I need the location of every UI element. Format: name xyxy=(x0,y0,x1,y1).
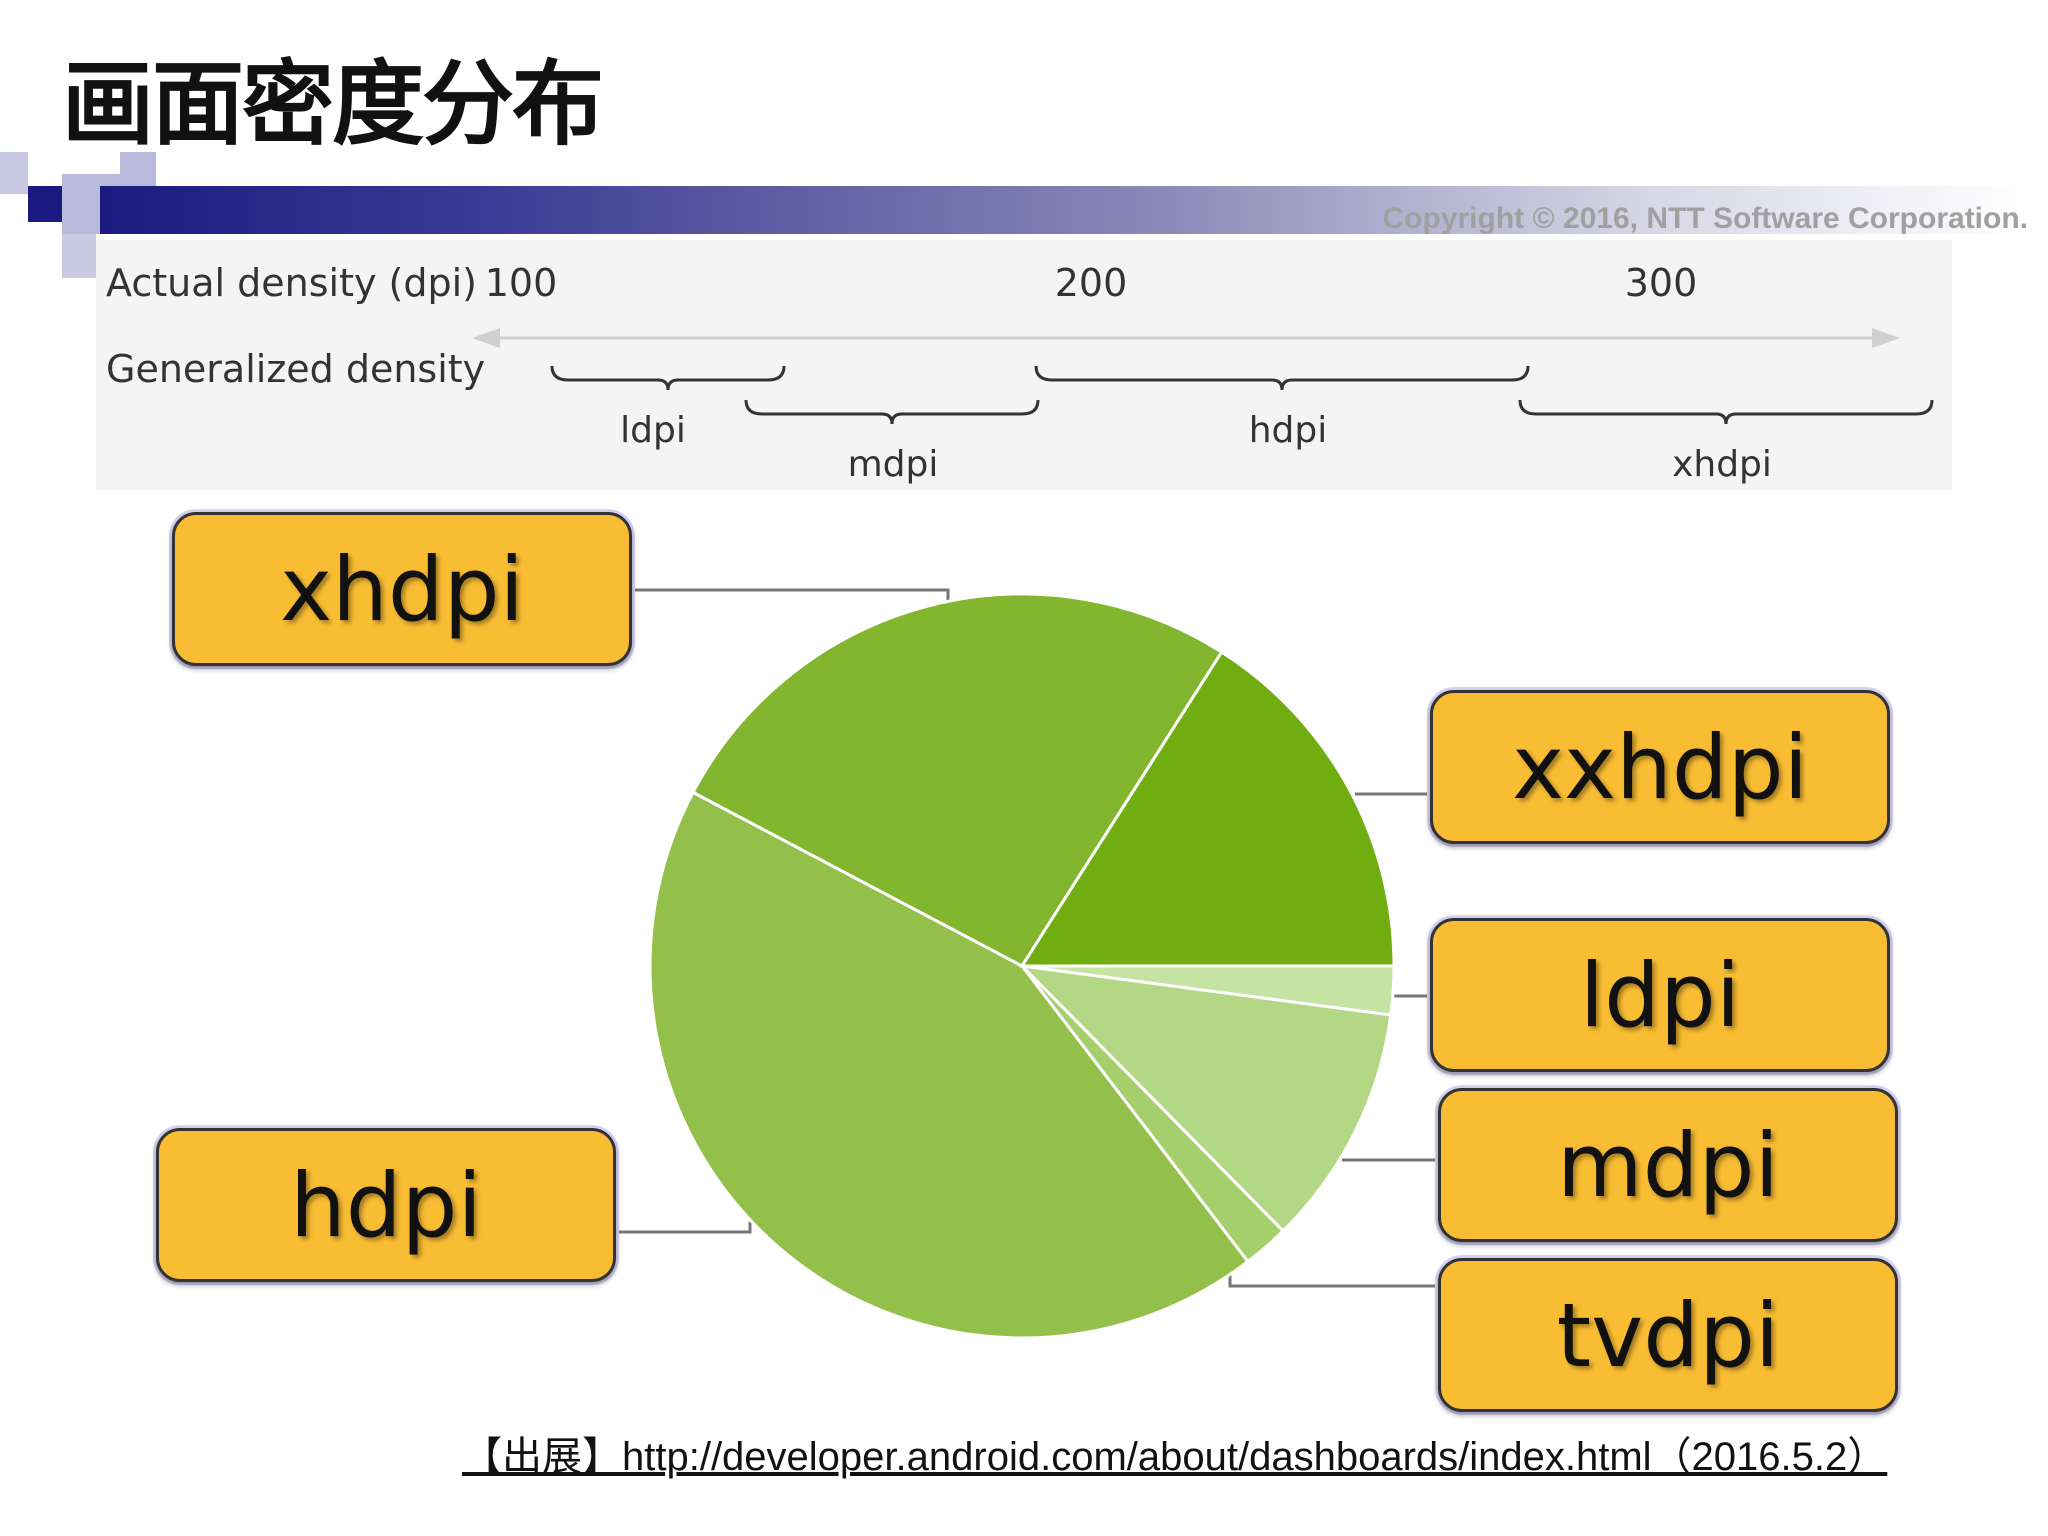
callout-tvdpi: tvdpi xyxy=(1438,1258,1898,1412)
callout-xxhdpi: xxhdpi xyxy=(1430,690,1890,844)
pie-slice-xhdpi xyxy=(690,592,1224,968)
source-citation: 【出展】http://developer.android.com/about/d… xyxy=(462,1435,1888,1479)
header-band xyxy=(100,186,2030,234)
pie-slice-xxhdpi xyxy=(1019,650,1396,968)
leader-line-tvdpi xyxy=(1228,1270,1438,1288)
scale-arrow-right xyxy=(1872,328,1900,348)
pie-slices xyxy=(648,592,1396,1340)
callout-mdpi: mdpi xyxy=(1438,1088,1898,1242)
callout-xhdpi: xhdpi xyxy=(172,512,632,666)
callout-ldpi: ldpi xyxy=(1430,918,1890,1072)
pie-slice-hdpi xyxy=(648,790,1250,1340)
generalized-density-label: Generalized density xyxy=(106,347,485,391)
header-deco-square xyxy=(120,152,156,186)
brace-xhdpi xyxy=(1518,399,1934,425)
scale-arrow-left xyxy=(472,328,500,348)
callout-hdpi: hdpi xyxy=(156,1128,616,1282)
density-scale-panel: Actual density (dpi) Generalized density… xyxy=(96,240,1952,490)
slide-title: 画面密度分布 xyxy=(62,51,604,158)
actual-density-label: Actual density (dpi) xyxy=(106,261,477,305)
brace-mdpi xyxy=(744,399,1040,425)
tick-label-300: 300 xyxy=(1625,261,1698,305)
bucket-label-ldpi: ldpi xyxy=(620,410,686,451)
header-deco-square xyxy=(62,234,96,278)
header-deco-square xyxy=(28,186,62,222)
tick-label-200: 200 xyxy=(1055,261,1128,305)
leader-line-hdpi xyxy=(616,1222,752,1234)
bucket-label-xhdpi: xhdpi xyxy=(1672,444,1772,485)
copyright-text: Copyright © 2016, NTT Software Corporati… xyxy=(1382,202,2029,235)
brace-ldpi xyxy=(550,365,786,391)
density-scale-svg: Actual density (dpi) Generalized density… xyxy=(106,261,1934,485)
bucket-label-hdpi: hdpi xyxy=(1249,410,1328,451)
bucket-label-mdpi: mdpi xyxy=(848,444,939,485)
tick-label-100: 100 xyxy=(485,261,558,305)
header-deco-square xyxy=(0,152,28,194)
leader-line-xhdpi xyxy=(632,588,950,604)
pie-slice-mdpi xyxy=(1017,963,1393,1234)
leader-lines xyxy=(616,588,1438,1288)
brace-hdpi xyxy=(1034,365,1530,391)
